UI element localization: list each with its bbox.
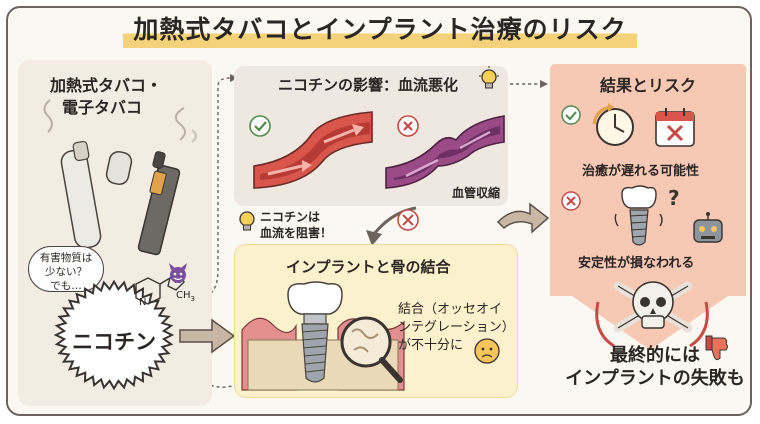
check-icon-2 [561, 105, 581, 125]
lightbulb-icon [479, 66, 499, 89]
question-mark-icon: ? [668, 186, 680, 210]
warning-arc-icon [595, 301, 709, 348]
healing-delay-text: 治癒が遅れる可能性 [582, 164, 700, 179]
nicotine-note-line2: 血流を阻害！ [260, 226, 333, 240]
bone-text-line1: 結合（オッセオイ [398, 302, 503, 317]
bone-panel-heading: インプラントと骨の結合 [286, 258, 451, 276]
page-title: 加熱式タバコとインプラント治療のリスク [123, 10, 637, 48]
left-heading-line2: 電子タバコ [62, 98, 143, 117]
heated-tobacco-device [60, 140, 102, 249]
thumbs-down-icon [705, 335, 728, 361]
lightbulb-icon-2 [239, 211, 255, 231]
nicotine-panel-heading: ニコチンの影響：血流悪化 [278, 76, 459, 94]
arrow-right-icon [179, 318, 236, 354]
blocked-flow-arrow [366, 206, 419, 246]
worried-face-icon [474, 338, 500, 364]
result-panel-heading: 結果とリスク [600, 76, 697, 95]
arrow-to-results-icon [496, 202, 550, 234]
nicotine-label: ニコチン [72, 330, 156, 354]
bubble-line1: 有害物質は [39, 252, 93, 264]
final-line1: 最終的には [610, 345, 700, 366]
chem-ch: CH [176, 290, 191, 301]
skull-crossbones-icon [613, 281, 693, 333]
chem-n-label: N [139, 297, 147, 308]
smoke-icon [43, 99, 197, 143]
cross-icon-2 [561, 191, 581, 211]
final-outcome-text: 最終的には インプラントの失敗も [560, 344, 750, 390]
check-icon [249, 115, 271, 137]
device-cap [105, 150, 133, 186]
e-cigarette-device [137, 151, 181, 256]
healthy-blood-vessel [253, 111, 373, 189]
tooth-crown-icon [287, 281, 343, 315]
constriction-label: 血管収縮 [452, 186, 501, 200]
magnifying-glass-icon [340, 316, 403, 383]
loose-implant-icon [614, 185, 663, 246]
stability-text: 安定性が損なわれる [578, 256, 695, 271]
cross-icon [397, 115, 419, 137]
bubble-line3: でも… [50, 280, 82, 292]
heated-tobacco-devices-illustration [43, 99, 197, 256]
nicotine-starburst [53, 279, 175, 391]
devil-icon [169, 263, 187, 283]
calendar-icon [655, 108, 695, 147]
constricted-blood-vessel [385, 115, 505, 189]
bone-text-line2: ンテグレーション） [398, 320, 515, 335]
nicotine-note-line1: ニコチンは [260, 210, 321, 224]
implant-screw-icon [301, 313, 329, 383]
title-area: 加熱式タバコとインプラント治療のリスク [0, 10, 760, 48]
dental-implant-in-bone-illustration [241, 281, 405, 391]
robot-icon [693, 212, 723, 243]
clock-icon [592, 103, 634, 146]
bubble-line2: 少ない？ [45, 266, 87, 278]
speech-bubble: 有害物質は 少ない？ でも… [28, 246, 104, 292]
final-line2: インプラントの失敗も [565, 368, 745, 389]
bone-text-line3: が不十分に [398, 338, 464, 353]
left-heading-line1: 加熱式タバコ・ [50, 76, 163, 95]
chem-sub: 3 [190, 295, 195, 303]
chem-ch3-label: CH3 [176, 290, 195, 303]
